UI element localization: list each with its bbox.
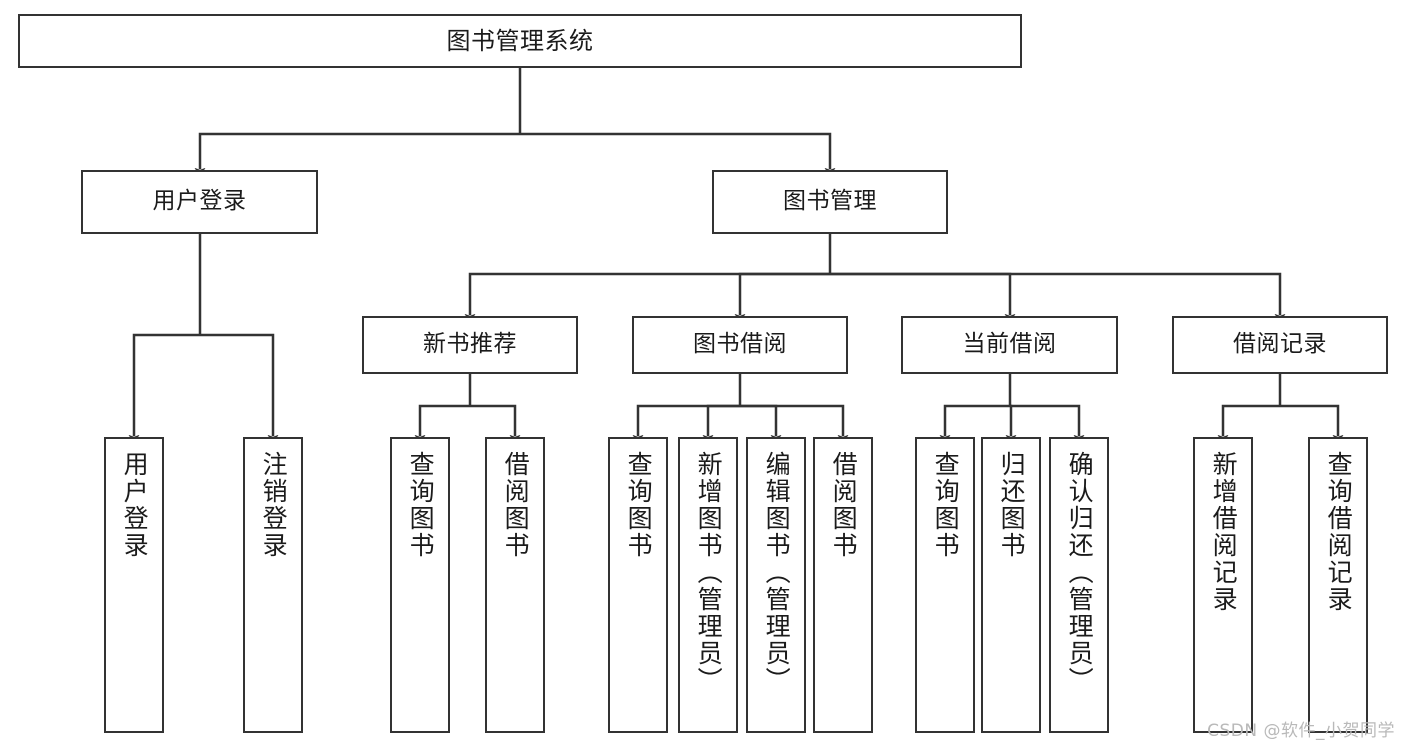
node-label: 图书借阅 bbox=[693, 331, 787, 358]
node-label: 图书管理系统 bbox=[446, 26, 594, 55]
node-leaf-query-book-borrowing[interactable]: 查询图书 bbox=[608, 437, 668, 733]
node-label: 借阅记录 bbox=[1233, 331, 1327, 358]
node-label: 借阅图书 bbox=[829, 451, 859, 559]
node-label: 查询借阅记录 bbox=[1324, 451, 1354, 613]
node-new-book-recommendation[interactable]: 新书推荐 bbox=[362, 316, 578, 374]
node-leaf-query-book-new-recommendation[interactable]: 查询图书 bbox=[390, 437, 450, 733]
node-current-borrowing[interactable]: 当前借阅 bbox=[901, 316, 1118, 374]
node-borrowing-record[interactable]: 借阅记录 bbox=[1172, 316, 1388, 374]
node-leaf-confirm-return-admin[interactable]: 确认归还（管理员） bbox=[1049, 437, 1109, 733]
node-label: 用户登录 bbox=[152, 188, 247, 215]
node-root-book-management-system[interactable]: 图书管理系统 bbox=[18, 14, 1022, 68]
node-label: 借阅图书 bbox=[501, 451, 531, 559]
node-label: 查询图书 bbox=[931, 451, 961, 559]
node-leaf-add-borrowing-record[interactable]: 新增借阅记录 bbox=[1193, 437, 1253, 733]
node-label: 归还图书 bbox=[997, 451, 1027, 559]
node-label: 新增图书（管理员） bbox=[694, 451, 724, 694]
node-label: 确认归还（管理员） bbox=[1065, 451, 1095, 694]
node-leaf-edit-book-admin[interactable]: 编辑图书（管理员） bbox=[746, 437, 806, 733]
node-leaf-add-book-admin[interactable]: 新增图书（管理员） bbox=[678, 437, 738, 733]
node-label: 图书管理 bbox=[783, 188, 877, 215]
node-book-borrowing[interactable]: 图书借阅 bbox=[632, 316, 848, 374]
node-label: 新书推荐 bbox=[423, 331, 517, 358]
node-book-management[interactable]: 图书管理 bbox=[712, 170, 948, 234]
node-label: 查询图书 bbox=[624, 451, 654, 559]
node-leaf-borrow-book-borrowing[interactable]: 借阅图书 bbox=[813, 437, 873, 733]
node-leaf-query-book-current[interactable]: 查询图书 bbox=[915, 437, 975, 733]
node-label: 用户登录 bbox=[120, 451, 150, 559]
node-leaf-borrow-book-new-recommendation[interactable]: 借阅图书 bbox=[485, 437, 545, 733]
node-leaf-user-login[interactable]: 用户登录 bbox=[104, 437, 164, 733]
node-leaf-query-borrowing-record[interactable]: 查询借阅记录 bbox=[1308, 437, 1368, 733]
node-label: 当前借阅 bbox=[962, 331, 1057, 358]
node-user-login[interactable]: 用户登录 bbox=[81, 170, 318, 234]
node-leaf-return-book[interactable]: 归还图书 bbox=[981, 437, 1041, 733]
node-label: 编辑图书（管理员） bbox=[762, 451, 792, 694]
node-leaf-logout[interactable]: 注销登录 bbox=[243, 437, 303, 733]
node-label: 注销登录 bbox=[259, 451, 289, 559]
csdn-watermark: CSDN @软件_小贺同学 bbox=[1207, 721, 1395, 741]
node-label: 新增借阅记录 bbox=[1209, 451, 1239, 613]
node-label: 查询图书 bbox=[406, 451, 436, 559]
